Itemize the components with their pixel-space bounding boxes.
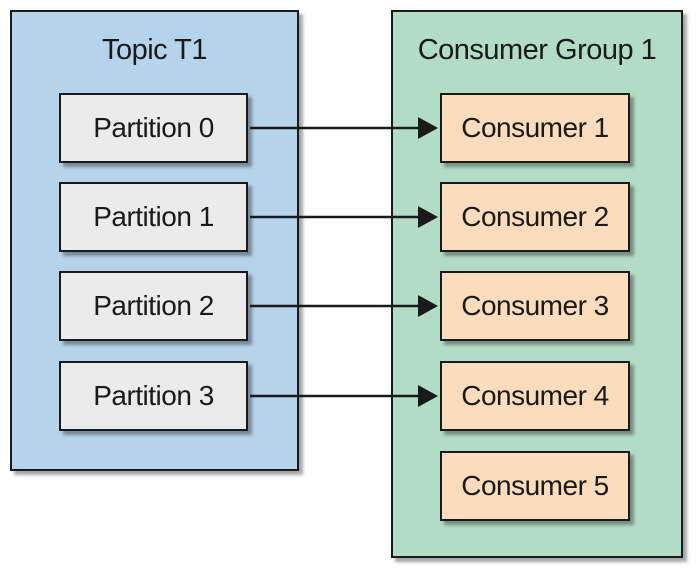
consumer-group-title: Consumer Group 1 — [417, 34, 657, 66]
consumer-1-box: Consumer 1 — [440, 93, 630, 163]
consumer-5-box: Consumer 5 — [440, 451, 630, 521]
partition-3-box: Partition 3 — [59, 361, 248, 431]
topic-title: Topic T1 — [101, 34, 208, 66]
consumer-4-box: Consumer 4 — [440, 361, 630, 431]
partition-1-box: Partition 1 — [59, 182, 248, 252]
partition-0-box: Partition 0 — [59, 93, 248, 163]
consumer-2-box: Consumer 2 — [440, 182, 630, 252]
partition-2-box: Partition 2 — [59, 271, 248, 341]
consumer-3-box: Consumer 3 — [440, 271, 630, 341]
